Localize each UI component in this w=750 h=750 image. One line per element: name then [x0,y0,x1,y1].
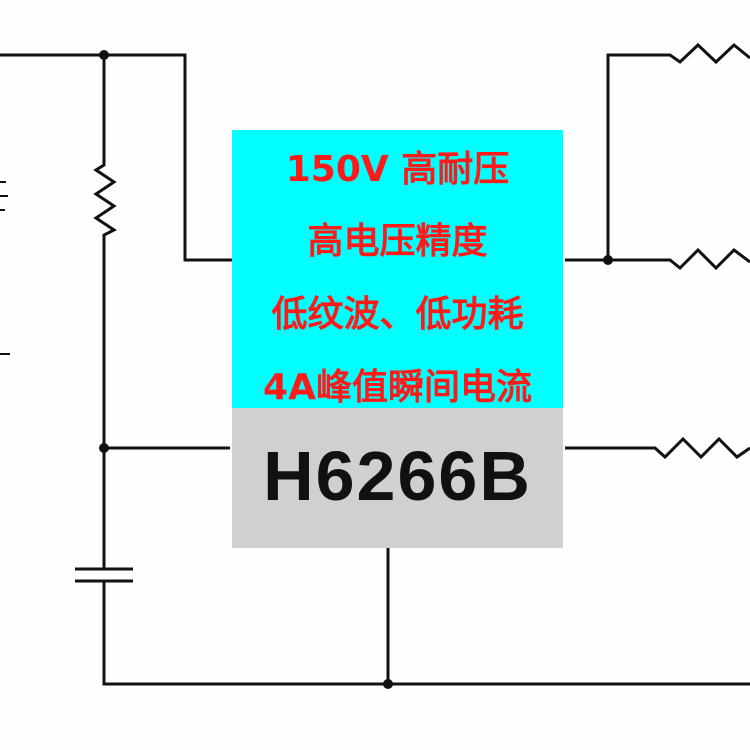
right-upper-resistor [606,42,750,260]
feature-peak-current: 4A峰值瞬间电流 [263,367,532,408]
junction-dot [603,255,613,265]
right-middle-resistor [565,247,750,271]
chip-body: H6266B [232,408,563,548]
chip-name: H6266B [263,437,532,515]
feature-low-ripple: 低纹波、低功耗 [271,294,524,335]
junction-dot [99,50,109,60]
top-left-wire [0,53,232,262]
right-lower-resistor [565,436,750,460]
left-resistor [93,55,230,450]
feature-voltage-precision: 高电压精度 [307,221,488,262]
left-edge-symbol [0,181,10,355]
capacitor-lead [102,448,750,686]
feature-high-voltage: 150V 高耐压 [285,149,510,190]
junction-dot [383,679,393,689]
feature-panel: 150V 高耐压 高电压精度 低纹波、低功耗 4A峰值瞬间电流 [232,130,563,408]
capacitor-plates [75,567,133,583]
junction-dot [99,443,109,453]
